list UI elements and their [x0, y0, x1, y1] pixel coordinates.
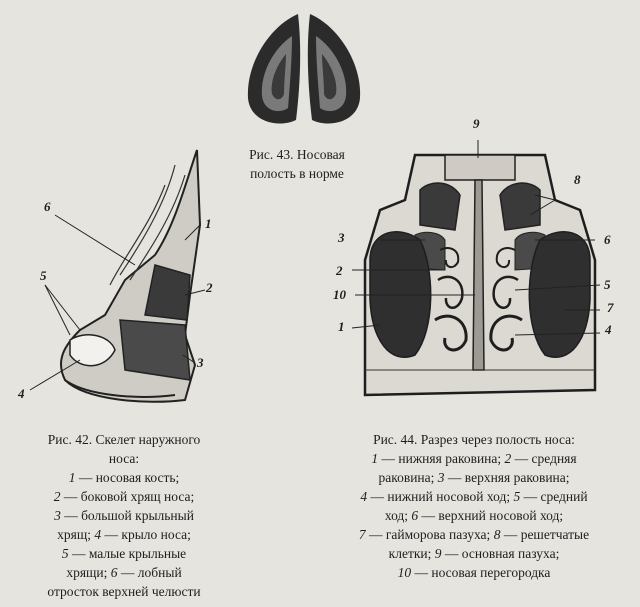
caption-line: 7 — гайморова пазуха; 8 — решетчатые [318, 525, 630, 544]
caption-text: хрящ; [57, 527, 95, 542]
caption-line: 5 — малые крыльные [14, 544, 234, 563]
caption-number: 5 [61, 546, 69, 561]
figure-42-label: 4 [18, 386, 25, 401]
figure-44-label: 2 [336, 263, 343, 278]
caption-number: 4 [360, 489, 368, 504]
figure-42-label: 6 [44, 199, 51, 214]
figure-42-label: 2 [206, 280, 213, 295]
caption-line: 10 — носовая перегородка [318, 563, 630, 582]
caption-number: 7 [358, 527, 366, 542]
caption-text: ход; [384, 508, 412, 523]
caption-line: раковина; 3 — верхняя раковина; [318, 468, 630, 487]
caption-text: — лобный [117, 565, 182, 580]
caption-line: Рис. 42. Скелет наружного [14, 430, 234, 449]
caption-number: 8 [493, 527, 501, 542]
caption-text: — решетчатые [500, 527, 590, 542]
figure-42-label: 5 [40, 268, 47, 283]
caption-number: 2 [504, 451, 512, 466]
caption-number: 1 [68, 470, 76, 485]
caption-text: — верхний носовой ход; [418, 508, 564, 523]
caption-text: отросток верхней челюсти [47, 584, 201, 599]
figure-44-cross-section-illustration [351, 140, 601, 397]
caption-text: — боковой хрящ носа; [60, 489, 195, 504]
caption-number: 3 [437, 470, 445, 485]
caption-text: — крыло носа; [101, 527, 191, 542]
caption-text: раковина; [378, 470, 438, 485]
caption-text: — большой крыльный [60, 508, 194, 523]
figure-44-label: 10 [333, 287, 346, 302]
caption-line: носа: [14, 449, 234, 468]
caption-number: 3 [54, 508, 61, 523]
caption-text: — носовая кость; [75, 470, 180, 485]
caption-text: — средний [520, 489, 588, 504]
caption-line: 2 — боковой хрящ носа; [14, 487, 234, 506]
caption-line: 3 — большой крыльный [14, 506, 234, 525]
caption-text: — верхняя раковина; [444, 470, 570, 485]
figure-42-label: 3 [197, 355, 204, 370]
figure-44-label: 3 [338, 230, 345, 245]
caption-line: 1 — нижняя раковина; 2 — средняя [318, 449, 630, 468]
caption-text: — носовая перегородка [411, 565, 551, 580]
caption-text: — нижний носовой ход; [367, 489, 514, 504]
figure-44-label: 8 [574, 172, 581, 187]
caption-text: Рис. 42. Скелет наружного [47, 432, 201, 447]
figure-44-label: 6 [604, 232, 611, 247]
caption-text: — средняя [511, 451, 577, 466]
figure-42-nose-skeleton-illustration [29, 149, 206, 403]
caption-line: отросток верхней челюсти [14, 582, 234, 601]
caption-number: 9 [434, 546, 442, 561]
caption-number: 5 [513, 489, 521, 504]
figure-42-label: 1 [205, 216, 212, 231]
caption-line: ход; 6 — верхний носовой ход; [318, 506, 630, 525]
figure-43-caption-line: полость в норме [250, 166, 344, 181]
caption-number: 10 [397, 565, 412, 580]
caption-line: клетки; 9 — основная пазуха; [318, 544, 630, 563]
figure-44-label: 9 [473, 116, 480, 131]
caption-text: — нижняя раковина; [378, 451, 505, 466]
caption-line: хрящи; 6 — лобный [14, 563, 234, 582]
caption-text: хрящи; [66, 565, 111, 580]
figure-44-label: 7 [607, 300, 614, 315]
caption-text: носа: [108, 451, 140, 466]
figure-43-caption-line: Рис. 43. Носовая [249, 147, 345, 162]
caption-text: — малые крыльные [68, 546, 187, 561]
figure-44-label: 4 [605, 322, 612, 337]
figure-44-label: 5 [604, 277, 611, 292]
caption-line: 1 — носовая кость; [14, 468, 234, 487]
caption-text: — гайморова пазуха; [365, 527, 494, 542]
figure-44-label: 1 [338, 319, 345, 334]
caption-text: клетки; [388, 546, 435, 561]
caption-number: 6 [110, 565, 118, 580]
caption-line: хрящ; 4 — крыло носа; [14, 525, 234, 544]
caption-line: Рис. 44. Разрез через полость носа: [318, 430, 630, 449]
figure-44-caption: Рис. 44. Разрез через полость носа: 1 — … [318, 430, 630, 582]
caption-number: 2 [53, 489, 61, 504]
caption-number: 4 [94, 527, 102, 542]
figure-42-caption: Рис. 42. Скелет наружного носа: 1 — носо… [14, 430, 234, 601]
caption-text: — основная пазуха; [441, 546, 560, 561]
figure-43-caption: Рис. 43. Носовая полость в норме [222, 145, 372, 183]
caption-number: 6 [411, 508, 419, 523]
caption-line: 4 — нижний носовой ход; 5 — средний [318, 487, 630, 506]
caption-text: Рис. 44. Разрез через полость носа: [373, 432, 575, 447]
caption-number: 1 [371, 451, 379, 466]
figure-43-nasal-cavity-illustration [247, 14, 361, 124]
